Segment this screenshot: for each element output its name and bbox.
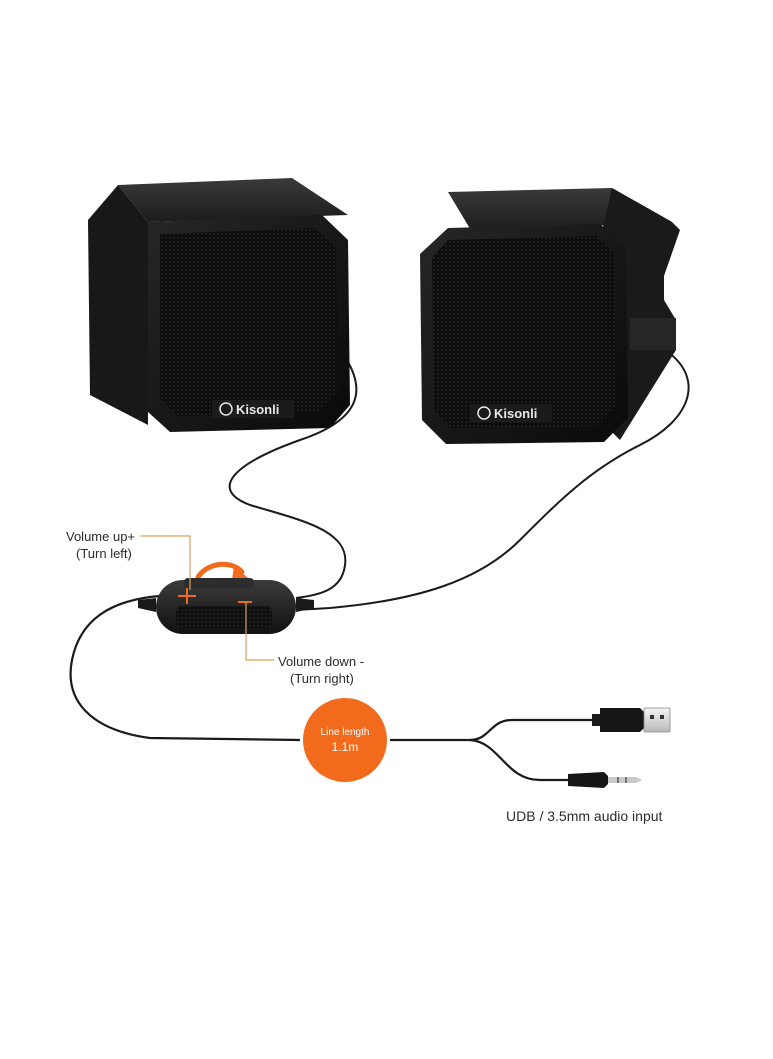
right-logo-plate — [470, 404, 552, 422]
right-brand-logo: Kisonli — [494, 406, 538, 421]
volume-down-label: Volume down - (Turn right) — [278, 653, 364, 687]
badge-line1: Line length — [320, 727, 370, 738]
controller-grip — [176, 606, 272, 628]
line-length-badge — [303, 698, 387, 782]
volume-down-label-line2: (Turn right) — [290, 671, 354, 686]
left-speaker — [88, 178, 350, 432]
jack-housing — [568, 772, 608, 788]
left-logo-plate — [212, 400, 294, 418]
volume-down-callout — [245, 602, 274, 661]
left-speaker-top — [118, 178, 348, 222]
right-speaker-cutout — [630, 318, 676, 350]
controller-wheel — [184, 578, 254, 588]
left-speaker-grille — [160, 228, 338, 416]
left-brand-logo: Kisonli — [236, 402, 280, 417]
right-speaker-grille — [432, 236, 616, 428]
line-length-badge-text: Line length 1.1m — [303, 727, 387, 755]
volume-controller — [138, 561, 314, 634]
rotate-arrow-head — [232, 566, 248, 580]
main-cable — [69, 594, 301, 742]
volume-up-callout — [140, 535, 191, 590]
right-logo-icon — [477, 406, 491, 420]
volume-up-label-line1: Volume up+ — [66, 529, 136, 544]
left-speaker-cable — [228, 349, 358, 599]
volume-up-label: Volume up+ (Turn left) — [66, 528, 135, 562]
usb-cable — [469, 718, 592, 742]
audio-cable — [469, 738, 568, 782]
jack-metal — [608, 777, 636, 783]
volume-down-label-line1: Volume down - — [278, 654, 364, 669]
callout-lines — [140, 535, 274, 661]
left-speaker-side — [88, 185, 148, 425]
badge-line2: 1.1m — [331, 740, 359, 754]
rotate-arrow — [195, 561, 245, 580]
usb-plug-housing — [600, 708, 644, 732]
usb-connector — [592, 707, 671, 733]
left-logo-icon — [219, 402, 233, 416]
cables — [69, 349, 690, 782]
audio-jack — [568, 772, 642, 788]
right-speaker-cable — [295, 351, 690, 611]
right-speaker — [420, 188, 680, 444]
volume-up-label-line2: (Turn left) — [76, 546, 132, 561]
inputs-label: UDB / 3.5mm audio input — [506, 808, 663, 824]
usb-metal-tip — [643, 707, 671, 733]
